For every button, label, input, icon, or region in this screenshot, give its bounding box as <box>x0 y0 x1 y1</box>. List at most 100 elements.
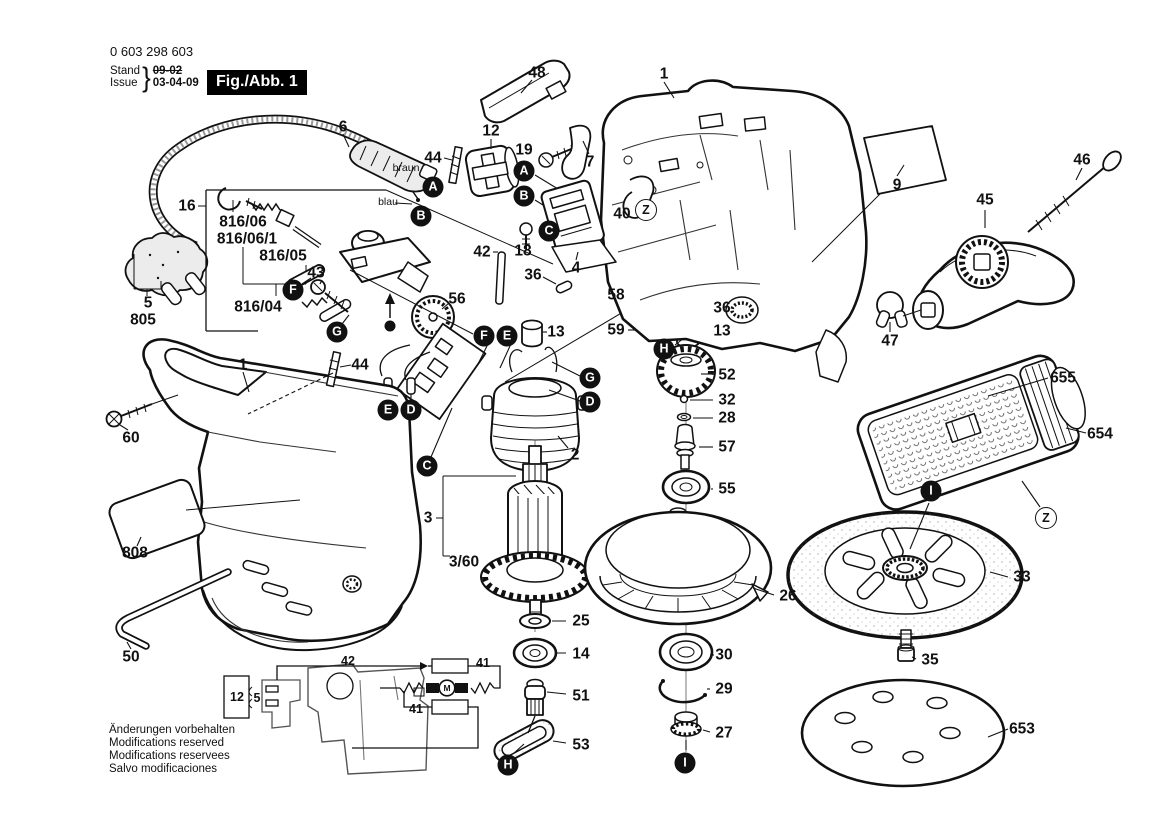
switch-subassembly-816 <box>198 187 554 332</box>
callout-a: A <box>513 160 535 182</box>
superseded-date: 09-02 <box>152 65 183 77</box>
callout-27: 27 <box>715 724 733 742</box>
callout-51: 51 <box>572 687 590 705</box>
callout-4: 4 <box>571 259 581 277</box>
callout-i: I <box>674 752 696 774</box>
callout-braun: braun <box>392 161 420 174</box>
plug-805 <box>124 232 209 306</box>
callout-f: F <box>473 325 495 347</box>
callout-28: 28 <box>718 409 736 427</box>
figure-label: Fig./Abb. 1 <box>207 70 307 95</box>
callout-42: 42 <box>341 653 355 668</box>
callout-41: 41 <box>476 655 490 670</box>
callout-m: M <box>439 680 455 696</box>
callout-816-06: 816/06 <box>219 213 267 231</box>
callout-g: G <box>326 321 348 343</box>
callout-47: 47 <box>881 332 899 350</box>
callout-48: 48 <box>528 64 546 82</box>
callout-44: 44 <box>424 149 442 167</box>
callout-25: 25 <box>572 612 590 630</box>
armature-assembly <box>436 440 590 763</box>
callout-40: 40 <box>613 205 631 223</box>
fan-and-bearings <box>583 507 775 750</box>
callout-46: 46 <box>1073 151 1091 169</box>
dust-box <box>856 354 1087 511</box>
callout-35: 35 <box>921 651 939 669</box>
callout-blau: blau <box>378 195 398 208</box>
callout-19: 19 <box>515 141 533 159</box>
callout-a: A <box>422 176 444 198</box>
callout-29: 29 <box>715 680 733 698</box>
modification-notes: Änderungen vorbehalten Modifications res… <box>109 724 235 776</box>
callout-53: 53 <box>572 736 590 754</box>
callout-52: 52 <box>718 366 736 384</box>
callout-55: 55 <box>718 480 736 498</box>
callout-653: 653 <box>1009 720 1035 738</box>
callout-816-06-1: 816/06/1 <box>216 230 278 248</box>
part-number: 0 603 298 603 <box>110 44 194 59</box>
callout-43: 43 <box>307 264 325 282</box>
callout-c: C <box>538 220 560 242</box>
callout-58: 58 <box>607 286 625 304</box>
screw-60 <box>105 394 179 431</box>
callout-7: 7 <box>585 153 595 171</box>
callout-2: 2 <box>570 446 580 464</box>
callout-d: D <box>579 391 601 413</box>
brace-glyph: } <box>142 61 151 93</box>
callout-44: 44 <box>351 356 369 374</box>
callout-3-60: 3/60 <box>448 553 480 571</box>
callout-6: 6 <box>338 118 348 136</box>
callout-36: 36 <box>713 299 731 317</box>
callout-12: 12 <box>482 122 500 140</box>
callout-c: C <box>416 455 438 477</box>
callout-9: 9 <box>892 176 902 194</box>
callout-16: 16 <box>178 197 196 215</box>
callout-f: F <box>282 279 304 301</box>
title-block: 0 603 298 603 Stand Issue } 09-02 03-04-… <box>110 44 199 93</box>
note-line: Modifications reservees <box>109 750 230 762</box>
callout-1: 1 <box>238 356 248 374</box>
callout-59: 59 <box>607 321 625 339</box>
callout-30: 30 <box>715 646 733 664</box>
callout-816-04: 816/04 <box>234 298 282 316</box>
callout-b: B <box>513 185 535 207</box>
callout-13: 13 <box>713 322 731 340</box>
callout-18: 18 <box>514 242 532 260</box>
callout-b: B <box>410 205 432 227</box>
callout-14: 14 <box>572 645 590 663</box>
callout-41: 41 <box>409 701 423 716</box>
note-line: Modifications reserved <box>109 737 225 749</box>
note-line: Änderungen vorbehalten <box>109 724 235 736</box>
callout-60: 60 <box>122 429 140 447</box>
callout-13: 13 <box>547 323 565 341</box>
callout-56: 56 <box>448 290 466 308</box>
note-line: Salvo modificaciones <box>109 763 218 775</box>
callout-1: 1 <box>659 65 669 83</box>
hex-key-50 <box>115 568 232 650</box>
assembled-sander <box>142 338 422 652</box>
callout-26: 26 <box>779 587 797 605</box>
callout-654: 654 <box>1087 425 1113 443</box>
callout-i: I <box>920 480 942 502</box>
callout-50: 50 <box>122 648 140 666</box>
callout-e: E <box>496 325 518 347</box>
label-plate-808 <box>108 478 301 560</box>
callout-36: 36 <box>524 266 542 284</box>
wiring-diagram <box>223 658 501 775</box>
callout-5: 5 <box>143 294 153 312</box>
callout-816-05: 816/05 <box>259 247 307 265</box>
callout-808: 808 <box>122 544 148 562</box>
callout-z: Z <box>635 199 657 221</box>
callout-h: H <box>653 338 675 360</box>
callout-32: 32 <box>718 391 736 409</box>
callout-h: H <box>497 754 519 776</box>
callout-45: 45 <box>976 191 994 209</box>
sanding-plate <box>786 502 1024 788</box>
callout-e: E <box>377 399 399 421</box>
issue-date: 03-04-09 <box>152 76 199 89</box>
callout-42: 42 <box>473 243 491 261</box>
callout-3: 3 <box>423 509 433 527</box>
front-handle <box>811 125 1122 332</box>
